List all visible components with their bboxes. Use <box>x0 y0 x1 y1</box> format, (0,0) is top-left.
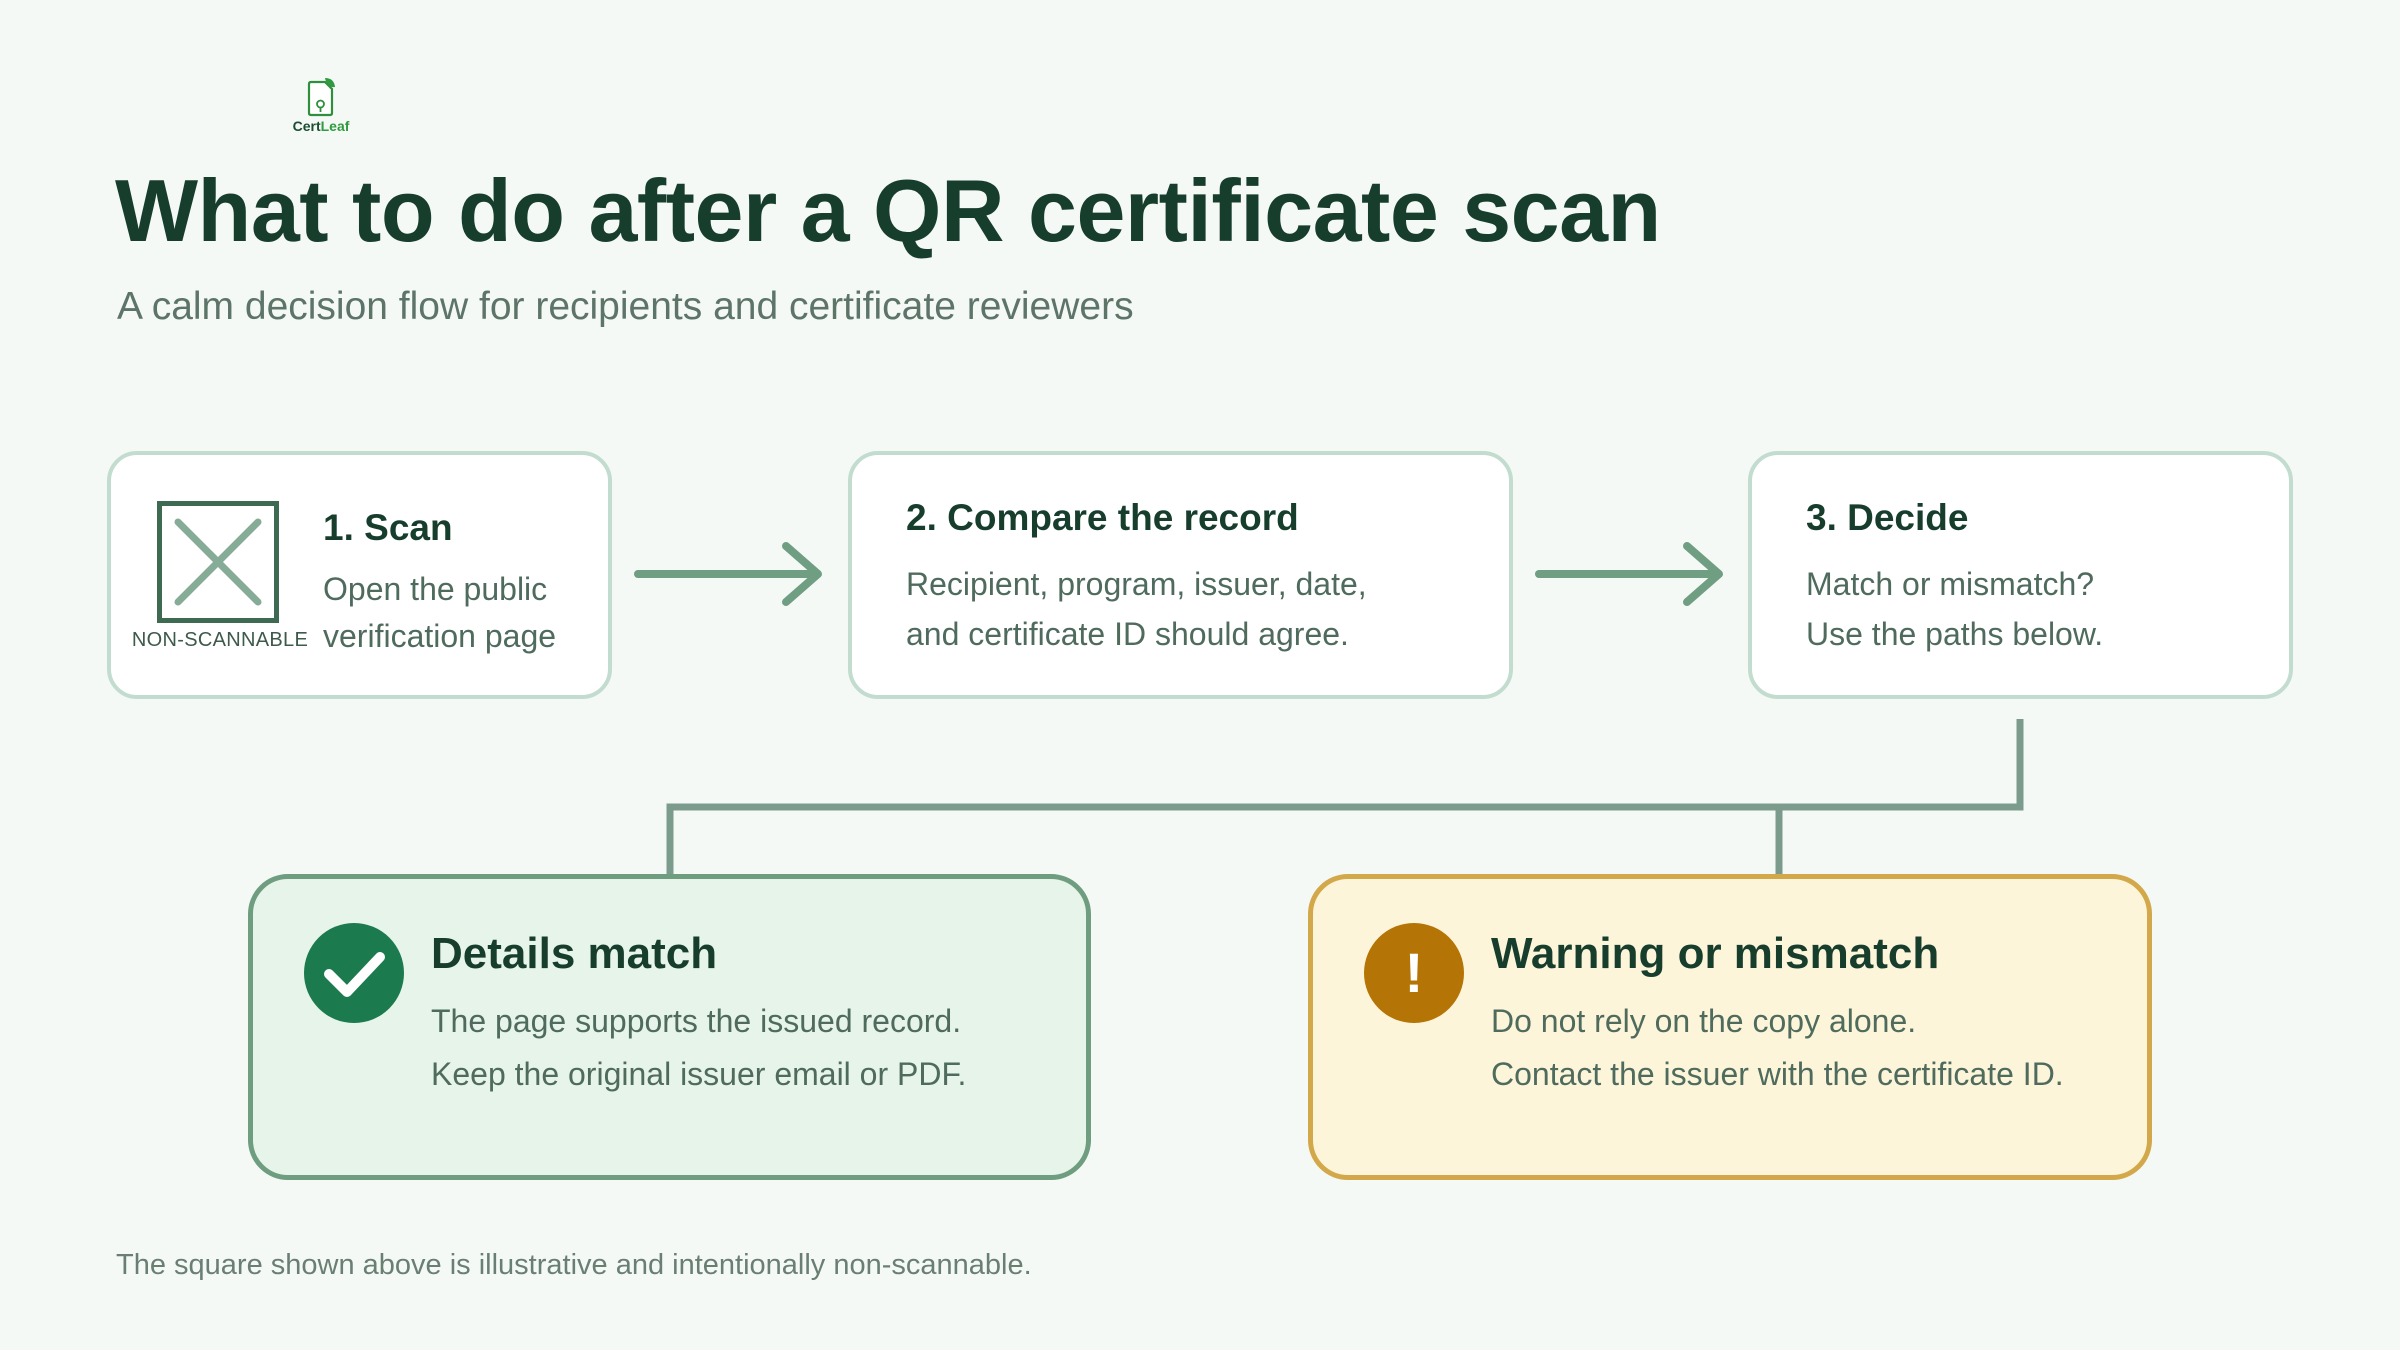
decision-branch-lines <box>666 719 2024 878</box>
page-title: What to do after a QR certificate scan <box>115 161 1661 260</box>
footnote: The square shown above is illustrative a… <box>116 1249 1032 1281</box>
check-circle-icon <box>304 923 404 1023</box>
qr-placeholder-label: NON-SCANNABLE <box>131 629 309 651</box>
exclamation-icon: ! <box>1404 941 1424 1004</box>
step-scan-line-1: Open the public <box>323 571 548 607</box>
certificate-leaf-icon <box>307 78 335 117</box>
qr-placeholder-icon <box>157 501 279 623</box>
step-decide-line-2: Use the paths below. <box>1806 616 2104 652</box>
outcome-match-line-2: Keep the original issuer email or PDF. <box>431 1056 967 1092</box>
step-compare-card: 2. Compare the record Recipient, program… <box>848 451 1513 699</box>
logo-text-leaf: Leaf <box>320 118 350 134</box>
outcome-match-line-1: The page supports the issued record. <box>431 1003 962 1039</box>
outcome-match-card: Details match The page supports the issu… <box>248 874 1091 1180</box>
logo-text-cert: Cert <box>292 118 321 134</box>
cross-icon <box>174 518 262 606</box>
outcome-match-title: Details match <box>431 929 718 978</box>
outcome-warning-line-1: Do not rely on the copy alone. <box>1491 1003 1917 1039</box>
page-subtitle: A calm decision flow for recipients and … <box>117 285 1134 328</box>
warning-circle-icon: ! <box>1364 923 1464 1023</box>
step-scan-title: 1. Scan <box>323 507 453 548</box>
step-compare-line-1: Recipient, program, issuer, date, <box>906 566 1367 602</box>
arrow-compare-to-decide <box>1535 542 1723 606</box>
certleaf-logo: CertLeaf <box>281 76 361 134</box>
logo-wordmark: CertLeaf <box>281 118 361 134</box>
check-icon <box>324 952 385 997</box>
step-decide-title: 3. Decide <box>1806 497 1969 538</box>
step-decide-line-1: Match or mismatch? <box>1806 566 2095 602</box>
step-scan-line-2: verification page <box>323 618 557 654</box>
outcome-warning-title: Warning or mismatch <box>1491 929 1940 978</box>
step-compare-title: 2. Compare the record <box>906 497 1299 538</box>
arrow-scan-to-compare <box>634 542 822 606</box>
step-compare-line-2: and certificate ID should agree. <box>906 616 1349 652</box>
outcome-warning-line-2: Contact the issuer with the certificate … <box>1491 1056 2064 1092</box>
outcome-warning-card: ! Warning or mismatch Do not rely on the… <box>1308 874 2152 1180</box>
step-scan-card: NON-SCANNABLE 1. Scan Open the public ve… <box>107 451 612 699</box>
step-decide-card: 3. Decide Match or mismatch? Use the pat… <box>1748 451 2293 699</box>
